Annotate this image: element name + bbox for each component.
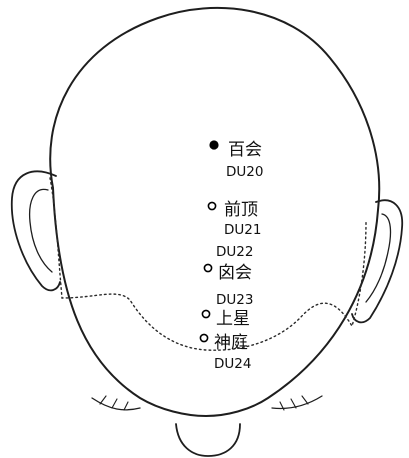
hairline [49,177,367,351]
brow-line-left [91,397,141,411]
acupoint-marker-filled [209,140,219,150]
acupoint-marker-open [203,263,213,273]
point-code: DU20 [226,164,263,180]
point-name: 百会 [228,140,262,160]
left-ear-inner [28,188,53,273]
right-ear-inner [365,213,392,303]
point-name: 囟会 [218,263,252,283]
acupoint-du24: 神庭 DU24 [199,333,251,372]
hair-tuft-left [99,395,129,411]
hair-tuft-right [279,395,309,411]
acupoint-du23: DU23 上星 [201,292,253,329]
acupoint-du21: 前顶 DU21 [207,200,261,238]
point-code: DU23 [216,292,253,308]
point-name: 前顶 [224,200,258,220]
left-ear [10,170,61,292]
acupoint-du22: DU22 囟会 [203,244,253,283]
acupoint-marker-open [201,309,211,319]
acupoint-du20: 百会 DU20 [209,140,263,180]
acupoint-marker-open [207,201,217,211]
point-name: 上星 [216,309,250,329]
right-ear [351,199,404,324]
point-name: 神庭 [214,333,248,353]
point-code: DU24 [214,356,251,372]
acupoint-marker-open [199,333,209,343]
point-code: DU22 [216,244,253,260]
head-outline [49,6,381,417]
brow-line-right [271,395,323,410]
nose [175,423,241,457]
point-code: DU21 [224,222,261,238]
